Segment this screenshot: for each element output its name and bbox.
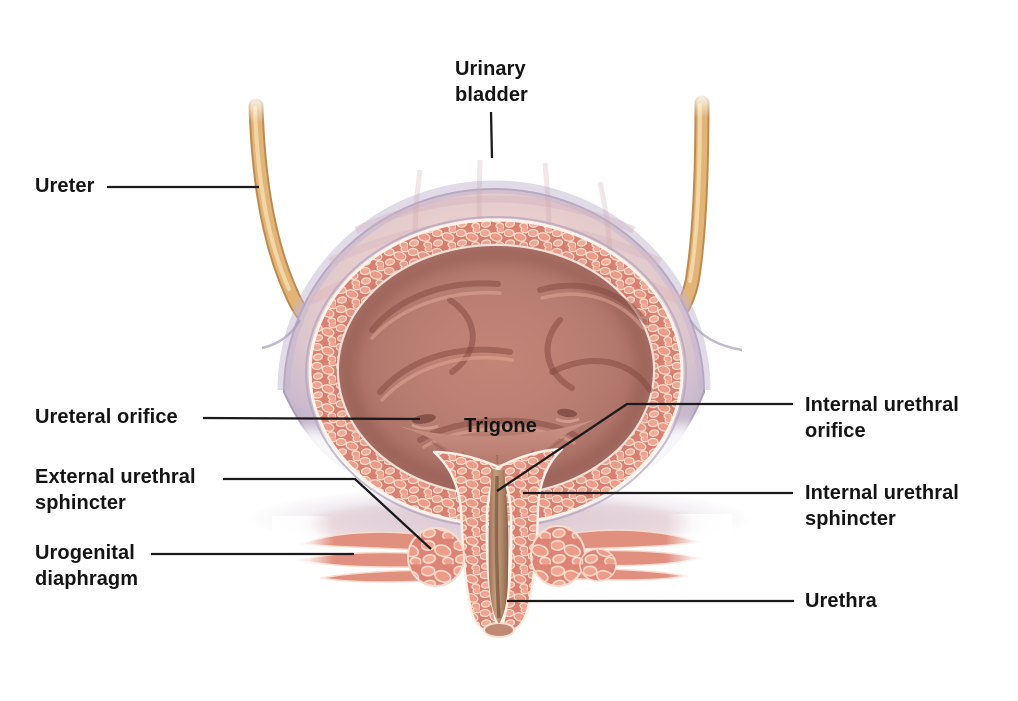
- leader-urinary-bladder: [489, 111, 494, 159]
- leader-ureteral-orifice: [202, 416, 421, 421]
- serosa-fold-right: [688, 319, 743, 352]
- ureteral-orifice-right: [555, 408, 580, 423]
- label-internal-urethral-sphincter: Internal urethral sphincter: [805, 482, 959, 530]
- label-ureteral-orifice: Ureteral orifice: [35, 406, 178, 428]
- urethra-lumen: [488, 470, 509, 624]
- label-urinary-bladder: Urinary bladder: [455, 58, 528, 106]
- ureteral-orifice-left: [411, 414, 439, 430]
- rugae-folds: [369, 280, 653, 443]
- external-sphincter-right-bundle: [530, 525, 586, 587]
- urogenital-diaphragm-right: [530, 514, 732, 590]
- label-trigone: Trigone: [464, 415, 537, 437]
- leader-internal-urethral-orifice: [496, 402, 793, 492]
- label-urogenital-diaphragm: Urogenital diaphragm: [35, 542, 139, 590]
- urethra-tip: [483, 622, 515, 638]
- label-internal-urethral-orifice: Internal urethral orifice: [805, 394, 959, 442]
- label-urethra: Urethra: [805, 590, 877, 612]
- leader-external-urethral-sphincter: [223, 477, 432, 550]
- urethra-tube: [432, 447, 564, 638]
- external-sphincter-left-bundle: [407, 527, 465, 587]
- label-external-urethral-sphincter: External urethral sphincter: [35, 466, 196, 514]
- label-ureter: Ureter: [35, 175, 95, 197]
- serosa-fold-left: [261, 319, 302, 350]
- leader-lines: [107, 111, 794, 603]
